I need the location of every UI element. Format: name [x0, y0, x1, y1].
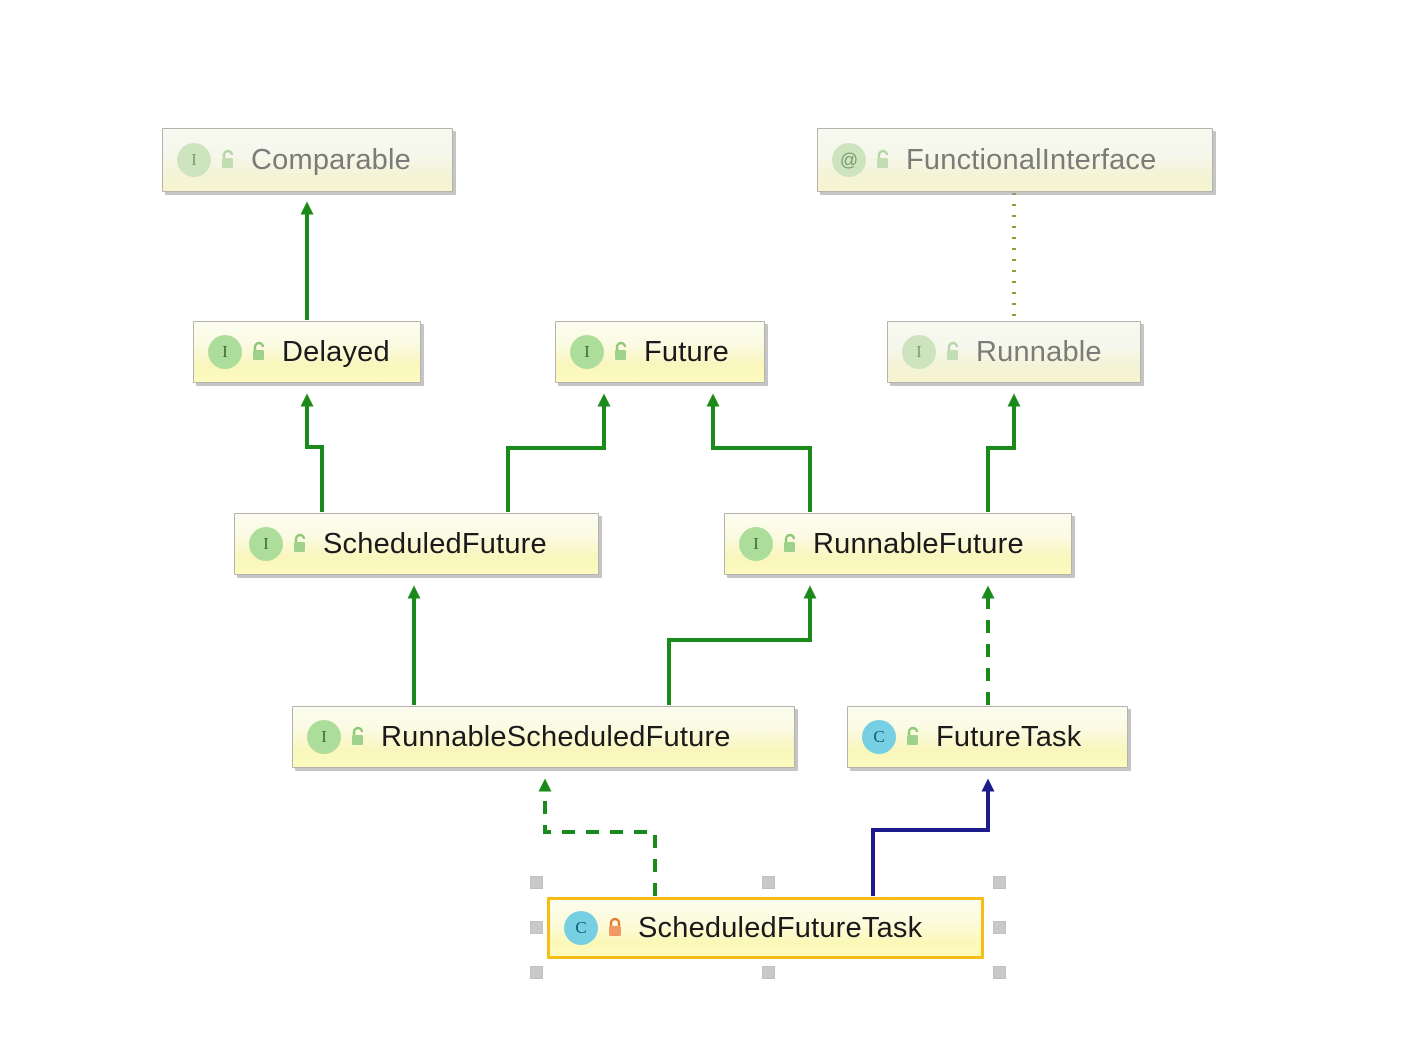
node-label: Future [644, 335, 730, 368]
unlocked-icon [612, 340, 632, 364]
selection-handle-top-center[interactable] [762, 876, 775, 889]
selection-handle-top-left[interactable] [530, 876, 543, 889]
node-scheduledfuture[interactable]: I ScheduledFuture [234, 513, 599, 575]
interface-icon: I [177, 143, 211, 177]
node-label: FutureTask [936, 720, 1082, 753]
unlocked-icon [349, 725, 369, 749]
interface-icon: I [902, 335, 936, 369]
edge-scheduledfuture-to-delayed [300, 393, 324, 512]
unlocked-icon [944, 340, 964, 364]
selection-handle-middle-right[interactable] [993, 921, 1006, 934]
node-runnablefuture[interactable]: I RunnableFuture [724, 513, 1072, 575]
selection-handle-bottom-center[interactable] [762, 966, 775, 979]
node-runnablescheduledfuture[interactable]: I RunnableScheduledFuture [292, 706, 795, 768]
interface-icon: I [307, 720, 341, 754]
selection-handle-bottom-left[interactable] [530, 966, 543, 979]
edge-runnablefuture-to-runnable [986, 393, 1021, 512]
node-future[interactable]: I Future [555, 321, 765, 383]
locked-icon [606, 916, 626, 940]
node-label: FunctionalInterface [906, 143, 1157, 176]
unlocked-icon [874, 148, 894, 172]
node-label: RunnableFuture [813, 527, 1024, 560]
interface-icon: I [570, 335, 604, 369]
edge-runnablefuture-to-future [706, 393, 812, 512]
selection-handle-bottom-right[interactable] [993, 966, 1006, 979]
unlocked-icon [904, 725, 924, 749]
node-label: ScheduledFutureTask [638, 911, 923, 944]
node-label: ScheduledFuture [323, 527, 547, 560]
annotation-icon: @ [832, 143, 866, 177]
interface-icon: I [208, 335, 242, 369]
node-comparable[interactable]: I Comparable [162, 128, 453, 192]
edge-scheduledfuturetask-to-runnablescheduledfuture [538, 778, 657, 896]
unlocked-icon [291, 532, 311, 556]
node-delayed[interactable]: I Delayed [193, 321, 421, 383]
node-label: Comparable [251, 143, 411, 176]
unlocked-icon [219, 148, 239, 172]
edge-scheduledfuturetask-to-futuretask [871, 778, 995, 896]
interface-icon: I [739, 527, 773, 561]
unlocked-icon [781, 532, 801, 556]
unlocked-icon [250, 340, 270, 364]
node-scheduledfuturetask[interactable]: C ScheduledFutureTask [547, 897, 984, 959]
selection-handle-middle-left[interactable] [530, 921, 543, 934]
edge-runnablescheduledfuture-to-runnablefuture [667, 585, 817, 705]
node-futuretask[interactable]: C FutureTask [847, 706, 1128, 768]
node-label: Delayed [282, 335, 390, 368]
node-runnable[interactable]: I Runnable [887, 321, 1141, 383]
node-label: RunnableScheduledFuture [381, 720, 731, 753]
class-icon: C [564, 911, 598, 945]
node-label: Runnable [976, 335, 1102, 368]
selection-handle-top-right[interactable] [993, 876, 1006, 889]
class-icon: C [862, 720, 896, 754]
node-functionalinterface[interactable]: @ FunctionalInterface [817, 128, 1213, 192]
interface-icon: I [249, 527, 283, 561]
edge-scheduledfuture-to-future [506, 393, 611, 512]
